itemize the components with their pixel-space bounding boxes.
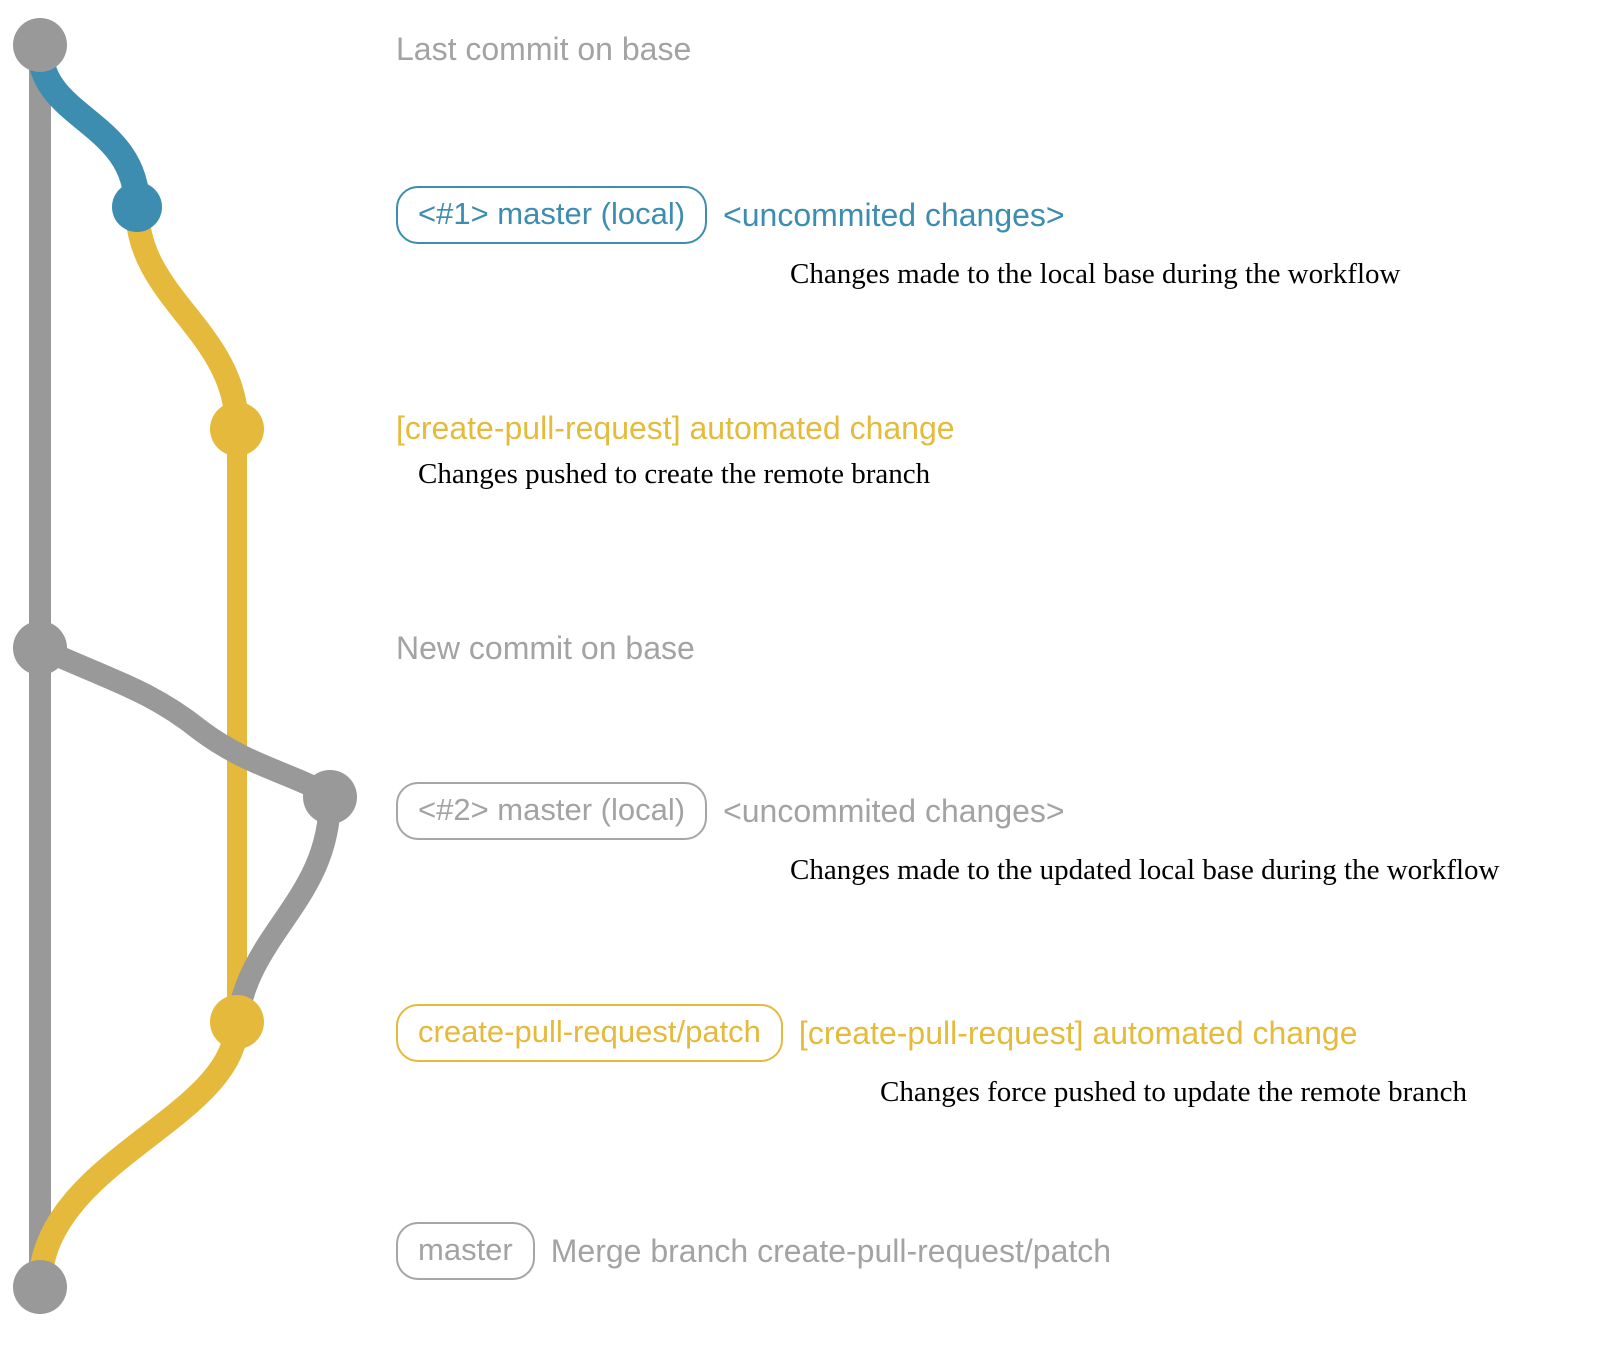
commit-message-automated-change-2: [create-pull-request] automated change bbox=[798, 1015, 1358, 1051]
branch-badge-master-local-1[interactable]: <#1> master (local) bbox=[396, 186, 708, 244]
branch-badge-master-local-2[interactable]: <#2> master (local) bbox=[396, 782, 708, 840]
commit-message-last-commit-on-base: Last commit on base bbox=[396, 31, 692, 67]
annotation-line: New commit on base bbox=[396, 632, 695, 664]
edge-local1-to-patch1 bbox=[125, 195, 249, 441]
annotation-line: create-pull-request/patch [create-pull-re… bbox=[396, 1004, 1467, 1062]
annotation-line: Last commit on base bbox=[396, 33, 691, 65]
commit-node-base-merge[interactable] bbox=[13, 1260, 67, 1314]
commit-node-local-2[interactable] bbox=[303, 770, 357, 824]
annotation-line: master Merge branch create-pull-request/p… bbox=[396, 1222, 1111, 1280]
commit-message-master-local-2: <uncommited changes> bbox=[723, 793, 1065, 829]
commit-message-merge-commit: Merge branch create-pull-request/patch bbox=[550, 1233, 1112, 1269]
commit-description-automated-change-2: Changes force pushed to update the remot… bbox=[880, 1076, 1468, 1108]
commit-node-patch-create[interactable] bbox=[210, 402, 264, 456]
branch-badge-automated-change-2[interactable]: create-pull-request/patch bbox=[396, 1004, 783, 1062]
git-graph-svg bbox=[13, 18, 357, 1314]
annotation-master-local-1: <#1> master (local) <uncommited changes> C… bbox=[396, 186, 1400, 289]
commit-description-master-local-1: Changes made to the local base during th… bbox=[790, 258, 1401, 290]
annotation-line: [create-pull-request] automated change bbox=[396, 412, 955, 444]
annotation-automated-change-2: create-pull-request/patch [create-pull-re… bbox=[396, 1004, 1467, 1107]
edge-basenew-to-local2 bbox=[29, 637, 341, 808]
commit-description-master-local-2: Changes made to the updated local base d… bbox=[790, 854, 1500, 886]
commit-message-master-local-1: <uncommited changes> bbox=[723, 197, 1065, 233]
git-graph bbox=[0, 0, 400, 1344]
annotation-new-commit-on-base: New commit on base bbox=[396, 632, 695, 664]
annotation-last-commit-on-base: Last commit on base bbox=[396, 33, 691, 65]
commit-node-base-last[interactable] bbox=[13, 18, 67, 72]
annotation-master-local-2: <#2> master (local) <uncommited changes> C… bbox=[396, 782, 1500, 885]
edge-patch2-to-merge bbox=[28, 1010, 249, 1299]
commit-description-automated-change-1: Changes pushed to create the remote bran… bbox=[418, 458, 931, 490]
edge-base-to-local1 bbox=[27, 35, 150, 220]
annotation-merge-commit: master Merge branch create-pull-request/p… bbox=[396, 1222, 1111, 1280]
branch-badge-merge-commit[interactable]: master bbox=[396, 1222, 535, 1280]
edge-local2-to-patch2 bbox=[226, 786, 341, 1033]
commit-message-new-commit-on-base: New commit on base bbox=[396, 630, 695, 666]
annotation-line: <#1> master (local) <uncommited changes> bbox=[396, 186, 1400, 244]
commit-message-automated-change-1: [create-pull-request] automated change bbox=[396, 410, 955, 446]
commit-node-base-new[interactable] bbox=[13, 621, 67, 675]
commit-node-local-1[interactable] bbox=[112, 182, 162, 232]
annotation-line: <#2> master (local) <uncommited changes> bbox=[396, 782, 1500, 840]
commit-node-patch-force[interactable] bbox=[210, 995, 264, 1049]
